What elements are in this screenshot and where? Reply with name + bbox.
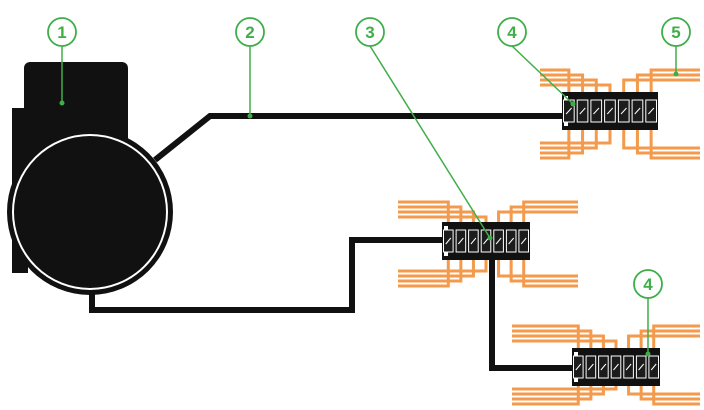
terminal-block-middle — [442, 222, 530, 260]
terminal-screw — [457, 237, 464, 245]
callout-4-bottom: 4 — [633, 269, 663, 299]
terminal-marker — [574, 352, 578, 356]
terminal-screw — [587, 363, 594, 371]
terminal-screw — [508, 237, 515, 245]
wire — [398, 260, 463, 283]
camera-lens-ring — [12, 134, 168, 290]
wire — [512, 386, 618, 391]
callout-1: 1 — [47, 17, 77, 47]
callout-3: 3 — [355, 17, 385, 47]
wire — [639, 386, 700, 401]
camera-device — [7, 62, 173, 295]
wire — [509, 205, 578, 222]
wire — [540, 130, 612, 145]
callout-label-3: 3 — [365, 23, 374, 42]
wire — [540, 130, 598, 150]
leader-4-top — [511, 45, 574, 105]
wire — [540, 83, 612, 92]
callouts: 1 2 3 4 5 4 — [47, 17, 691, 299]
wire — [398, 200, 450, 222]
callout-label-4-top: 4 — [507, 23, 517, 42]
wire — [627, 334, 700, 348]
wire — [635, 73, 700, 92]
wire — [652, 386, 700, 406]
wire-bundles — [398, 68, 700, 406]
terminal-marker — [444, 252, 448, 256]
terminal-screw — [470, 237, 477, 245]
wire — [497, 210, 578, 222]
wire — [622, 78, 700, 92]
callout-label-2: 2 — [245, 23, 254, 42]
callout-label-1: 1 — [57, 23, 66, 42]
terminal-screw — [625, 363, 632, 371]
leader-dot-1 — [59, 100, 65, 106]
wire — [512, 339, 618, 348]
wire — [639, 329, 700, 348]
wire — [398, 260, 488, 273]
cables — [89, 113, 575, 371]
wire — [522, 200, 578, 222]
terminal-screw — [638, 363, 645, 371]
terminal-screw — [620, 107, 627, 115]
wire — [627, 386, 700, 396]
callout-dots — [59, 71, 679, 357]
wire — [652, 324, 700, 348]
terminal-screw — [606, 107, 614, 115]
terminal-screw — [565, 107, 572, 115]
terminal-screw — [634, 107, 641, 115]
camera-lens-inner — [18, 140, 162, 284]
leader-dot-4-top — [570, 101, 576, 107]
callout-leaders — [61, 45, 677, 354]
wire — [512, 334, 605, 348]
terminal-marker — [574, 378, 578, 382]
cable-camera-to-top-block — [153, 113, 565, 163]
wire — [649, 68, 700, 92]
wire — [398, 260, 450, 288]
wire — [509, 260, 578, 283]
terminal-screw — [575, 363, 582, 371]
callout-label-5: 5 — [671, 23, 680, 42]
callout-label-4-bottom: 4 — [643, 275, 653, 294]
terminal-screw — [520, 237, 527, 245]
terminal-screw — [600, 363, 607, 371]
terminal-screw — [593, 107, 600, 115]
callout-4-top: 4 — [497, 17, 527, 47]
wire — [540, 130, 571, 160]
terminal-marker — [564, 122, 568, 126]
wire — [497, 260, 578, 278]
terminal-screw — [483, 237, 489, 245]
cable-middle-to-bottom-block — [489, 258, 575, 371]
terminal-screw — [650, 363, 657, 371]
terminal-blocks — [442, 92, 660, 386]
leader-3 — [369, 45, 491, 239]
wire — [635, 130, 700, 155]
wire — [649, 130, 700, 160]
terminal-screw — [445, 237, 452, 245]
wire — [522, 260, 578, 288]
terminal-screw — [613, 363, 619, 371]
leader-dot-3 — [487, 235, 493, 241]
wire — [398, 260, 475, 278]
leader-dot-5 — [673, 71, 679, 77]
terminal-block-bottom-right — [572, 348, 660, 386]
callout-2: 2 — [235, 17, 265, 47]
wire — [398, 215, 488, 222]
terminal-screw — [495, 237, 502, 245]
cable-camera-to-middle-block — [89, 237, 445, 313]
callout-5: 5 — [661, 17, 691, 47]
terminal-screw — [648, 107, 655, 115]
wire — [622, 130, 700, 150]
leader-dot-4-bottom — [645, 351, 651, 357]
leader-dot-2 — [247, 113, 253, 119]
wire — [398, 205, 463, 222]
wire — [512, 386, 580, 406]
terminal-marker — [444, 226, 448, 230]
wire — [540, 130, 585, 155]
terminal-block-top-right — [562, 92, 658, 130]
wire — [540, 78, 598, 92]
terminal-screw — [579, 107, 586, 115]
